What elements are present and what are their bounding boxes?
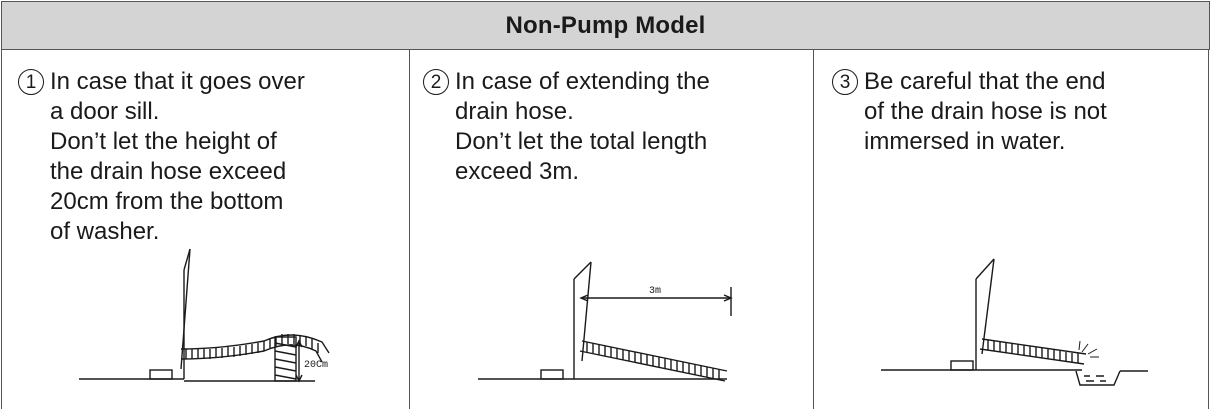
step-2-number: 2 — [423, 69, 449, 95]
water-basin — [1075, 370, 1121, 386]
step-3-line: immersed in water. — [864, 128, 1066, 155]
door-sill-illustration: 20Cm — [79, 248, 330, 383]
washer-outline — [981, 258, 995, 355]
step-1-text: In case that it goes over a door sill. D… — [50, 67, 305, 247]
washer-foot — [540, 369, 564, 380]
drain-hose — [180, 334, 330, 363]
water-end-illustration — [881, 258, 1148, 386]
length-dimension-label: 3m — [649, 286, 661, 297]
step-3-line: of the drain hose is not — [864, 98, 1107, 125]
washer-foot — [149, 369, 173, 380]
step-1-number: 1 — [18, 69, 44, 95]
step-1-line: In case that it goes over — [50, 68, 305, 95]
height-dimension-label: 20Cm — [304, 360, 328, 371]
step-2-panel: 2 In case of extending the drain hose. D… — [409, 49, 814, 409]
step-3-line: Be careful that the end — [864, 68, 1106, 95]
step-1-line: Don’t let the height of — [50, 128, 277, 155]
step-2-line: exceed 3m. — [455, 158, 580, 185]
washer-foot — [950, 360, 974, 371]
step-1-line: of washer. — [50, 218, 160, 245]
extension-illustration: 3m — [478, 261, 733, 382]
step-3-text: Be careful that the end of the drain hos… — [864, 67, 1107, 157]
step-1-line: a door sill. — [50, 98, 160, 125]
step-3-number: 3 — [832, 69, 858, 95]
drain-hose — [979, 338, 1087, 365]
washer-outline — [581, 261, 592, 362]
step-1-line: 20cm from the bottom — [50, 188, 284, 215]
step-2-line: drain hose. — [455, 98, 574, 125]
step-2-text: In case of extending the drain hose. Don… — [455, 67, 710, 187]
step-3-panel: 3 Be careful that the end of the drain h… — [814, 49, 1209, 409]
step-2-line: In case of extending the — [455, 68, 710, 95]
step-1-line: the drain hose exceed — [50, 158, 287, 185]
section-title: Non-Pump Model — [1, 1, 1210, 50]
step-1-panel: 1 In case that it goes over a door sill.… — [1, 49, 410, 409]
splash-marks — [1078, 340, 1099, 358]
water-surface — [1084, 375, 1106, 382]
step-2-line: Don’t let the total length — [455, 128, 708, 155]
